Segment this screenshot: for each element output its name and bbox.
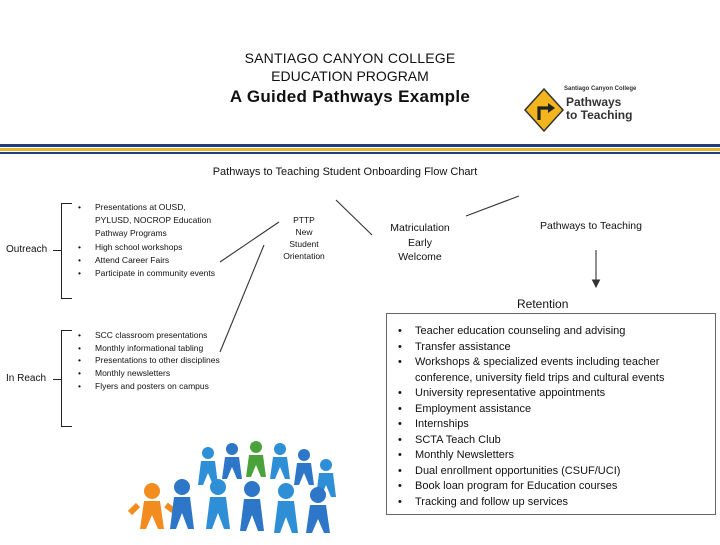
college-name: SANTIAGO CANYON COLLEGE xyxy=(244,50,456,66)
flow-chart-title: Pathways to Teaching Student Onboarding … xyxy=(212,166,478,178)
pttp-line: PTTP xyxy=(293,215,315,225)
pttp-node: PTTP New Student Orientation xyxy=(274,214,334,262)
logo-title: Pathways to Teaching xyxy=(566,96,632,122)
matriculation-line: Matriculation xyxy=(390,222,450,234)
list-item: Dual enrollment opportunities (CSUF/UCI) xyxy=(398,464,708,480)
logo-title-line2: to Teaching xyxy=(566,108,633,122)
list-item: Transfer assistance xyxy=(398,340,708,356)
matriculation-line: Early xyxy=(408,236,432,249)
matriculation-line: Welcome xyxy=(398,251,442,263)
list-item: Workshops & specialized events including… xyxy=(398,355,708,386)
list-item: High school workshops xyxy=(78,241,218,254)
people-ring xyxy=(127,441,336,533)
list-item: SCC classroom presentations xyxy=(78,329,228,342)
outreach-bracket xyxy=(61,203,72,299)
inreach-list: SCC classroom presentations Monthly info… xyxy=(78,329,228,393)
program-name: EDUCATION PROGRAM xyxy=(271,68,429,84)
logo-title-line1: Pathways xyxy=(566,95,622,109)
matriculation-node: Matriculation Early Welcome xyxy=(376,221,464,265)
retention-list: Teacher education counseling and advisin… xyxy=(398,324,708,510)
outreach-connector xyxy=(53,250,61,251)
logo-small-text: Santiago Canyon College xyxy=(564,86,637,92)
outreach-list: Presentations at OUSD, PYLUSD, NOCROP Ed… xyxy=(78,201,218,280)
header-rule-blue xyxy=(0,144,720,147)
pttp-line: Orientation xyxy=(283,251,325,261)
arrow-outreach-to-pttp xyxy=(219,221,280,263)
pathways-node: Pathways to Teaching xyxy=(540,220,642,232)
retention-box xyxy=(386,313,716,515)
list-item: Presentations to other disciplines xyxy=(78,354,228,367)
outreach-label: Outreach xyxy=(6,244,48,255)
list-item: SCTA Teach Club xyxy=(398,433,708,449)
header-rule-gold xyxy=(0,148,720,151)
arrow-inreach-to-pttp xyxy=(219,244,265,353)
inreach-label: In Reach xyxy=(6,373,47,384)
list-item: Monthly newsletters xyxy=(78,367,228,380)
road-sign-icon xyxy=(524,88,564,132)
pttp-line: Student xyxy=(289,239,319,249)
inreach-connector xyxy=(53,379,61,380)
list-item: Monthly Newsletters xyxy=(398,448,708,464)
pathways-logo: Santiago Canyon College Pathways to Teac… xyxy=(522,84,652,136)
inreach-bracket xyxy=(61,330,72,427)
retention-label: Retention xyxy=(517,297,569,311)
list-item: Presentations at OUSD, PYLUSD, NOCROP Ed… xyxy=(78,201,218,241)
paper-chain-people-icon xyxy=(127,435,351,540)
pttp-line: New xyxy=(295,227,313,237)
list-item: Flyers and posters on campus xyxy=(78,380,228,393)
list-item: Participate in community events xyxy=(78,267,218,280)
list-item: Employment assistance xyxy=(398,402,708,418)
list-item: Attend Career Fairs xyxy=(78,254,218,267)
page-title: A Guided Pathways Example xyxy=(229,87,471,106)
list-item: Monthly informational tabling xyxy=(78,342,228,355)
header-rule-blue-thin xyxy=(0,152,720,154)
arrow-matriculation-to-pathways xyxy=(465,195,520,217)
list-item: University representative appointments xyxy=(398,386,708,402)
list-item: Internships xyxy=(398,417,708,433)
list-item: Tracking and follow up services xyxy=(398,495,708,511)
list-item: Teacher education counseling and advisin… xyxy=(398,324,708,340)
arrow-pttp-to-matriculation xyxy=(335,199,373,236)
list-item: Book loan program for Education courses xyxy=(398,479,708,495)
